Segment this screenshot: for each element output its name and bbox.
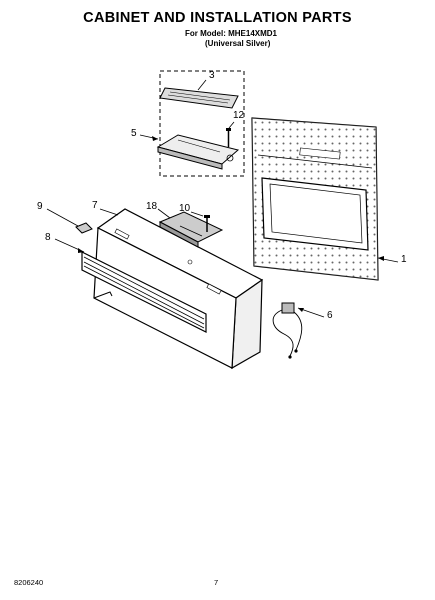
top-vent-bar [159,87,239,109]
callout-1: 1 [401,254,407,265]
page-number: 7 [214,578,219,587]
callout-3: 3 [209,70,215,81]
model-line: For Model: MHE14XMD1 [185,29,278,38]
callout-8: 8 [45,232,51,243]
bracket-screw [204,215,210,232]
mounting-plate [251,117,379,281]
callout-7: 7 [92,200,98,211]
callout-10: 10 [179,203,191,214]
front-grille [81,251,207,333]
leader-lines [46,79,399,318]
callout-18: 18 [146,201,158,212]
callout-6: 6 [327,310,333,321]
callout-5: 5 [131,128,137,139]
wire-harness [272,302,303,359]
callout-9: 9 [37,201,43,212]
page-title: CABINET AND INSTALLATION PARTS [83,10,352,26]
top-bracket [158,211,224,248]
vent-parts-outline [159,70,245,177]
small-pad [75,222,93,234]
document-number: 8206240 [14,578,44,587]
damper-tray [156,134,240,170]
leader-arrows [78,136,384,312]
screw [226,128,231,147]
color-line: (Universal Silver) [205,39,271,48]
callout-12: 12 [233,110,245,121]
